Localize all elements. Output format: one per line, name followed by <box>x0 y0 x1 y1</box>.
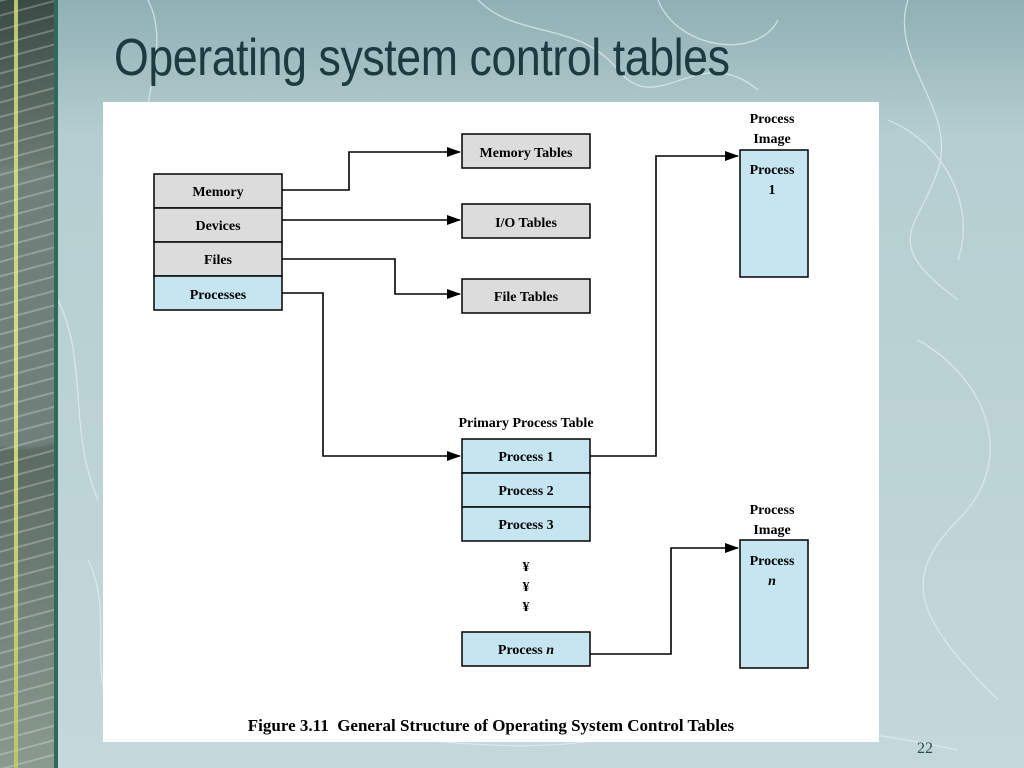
io-tables-label: I/O Tables <box>495 216 557 231</box>
ellipsis-mark-1: ¥ <box>523 560 530 575</box>
figure-caption: Figure 3.11 General Structure of Operati… <box>248 716 735 735</box>
diagram-figure: Memory Devices Files Processes Memory Ta… <box>103 102 879 742</box>
process-image-n-label-line1: Process <box>750 503 795 518</box>
decorative-left-strip <box>0 0 58 768</box>
arrow-processes-to-primary-table <box>282 292 461 461</box>
process-image-1-label-line2: Image <box>753 132 790 147</box>
arrow-process-n-to-image <box>590 543 739 655</box>
connector-arrows <box>282 147 739 655</box>
process-image-1-content-line2: 1 <box>769 183 776 198</box>
memory-tables-label: Memory Tables <box>480 146 573 161</box>
table-cell-memory <box>153 173 283 209</box>
process-image-n-box: Process n <box>739 539 809 669</box>
process-image-1-box: Process 1 <box>739 149 809 278</box>
process-3-row <box>461 506 591 542</box>
os-resource-table: Memory Devices Files Processes <box>153 173 283 311</box>
slide-title: Operating system control tables <box>114 29 730 87</box>
primary-process-table-label: Primary Process Table <box>458 416 593 431</box>
devices-label: Devices <box>195 219 241 234</box>
process-image-n-content-line1: Process <box>750 554 795 569</box>
arrow-process-1-to-image <box>590 151 739 457</box>
table-cell-devices <box>153 207 283 243</box>
table-cell-processes <box>153 275 283 311</box>
ellipsis-mark-2: ¥ <box>523 580 530 595</box>
processes-label: Processes <box>190 288 247 303</box>
arrow-memory-to-memory-tables <box>282 147 461 191</box>
arrow-files-to-file-tables <box>282 258 461 299</box>
table-ellipsis: ¥ ¥ ¥ <box>523 560 530 615</box>
control-tables-diagram: Memory Devices Files Processes Memory Ta… <box>153 112 809 735</box>
process-image-1-content-line1: Process <box>750 163 795 178</box>
process-n-label: Process n <box>498 643 554 658</box>
io-tables-box: I/O Tables <box>461 203 591 239</box>
primary-process-table: Process 1 Process 2 Process 3 <box>461 438 591 542</box>
process-3-label: Process 3 <box>498 518 553 533</box>
file-tables-label: File Tables <box>494 290 559 305</box>
process-n-row: Process n <box>461 631 591 667</box>
ellipsis-mark-3: ¥ <box>523 600 530 615</box>
memory-label: Memory <box>192 185 243 200</box>
page-number: 22 <box>917 740 933 757</box>
file-tables-box: File Tables <box>461 278 591 314</box>
process-image-n-label-line2: Image <box>753 523 790 538</box>
process-2-label: Process 2 <box>498 484 553 499</box>
memory-tables-box: Memory Tables <box>461 133 591 169</box>
files-label: Files <box>204 253 233 268</box>
process-2-row <box>461 472 591 508</box>
process-image-1-label-line1: Process <box>750 112 795 127</box>
process-image-n-content-line2: n <box>768 574 776 589</box>
process-1-label: Process 1 <box>498 450 553 465</box>
